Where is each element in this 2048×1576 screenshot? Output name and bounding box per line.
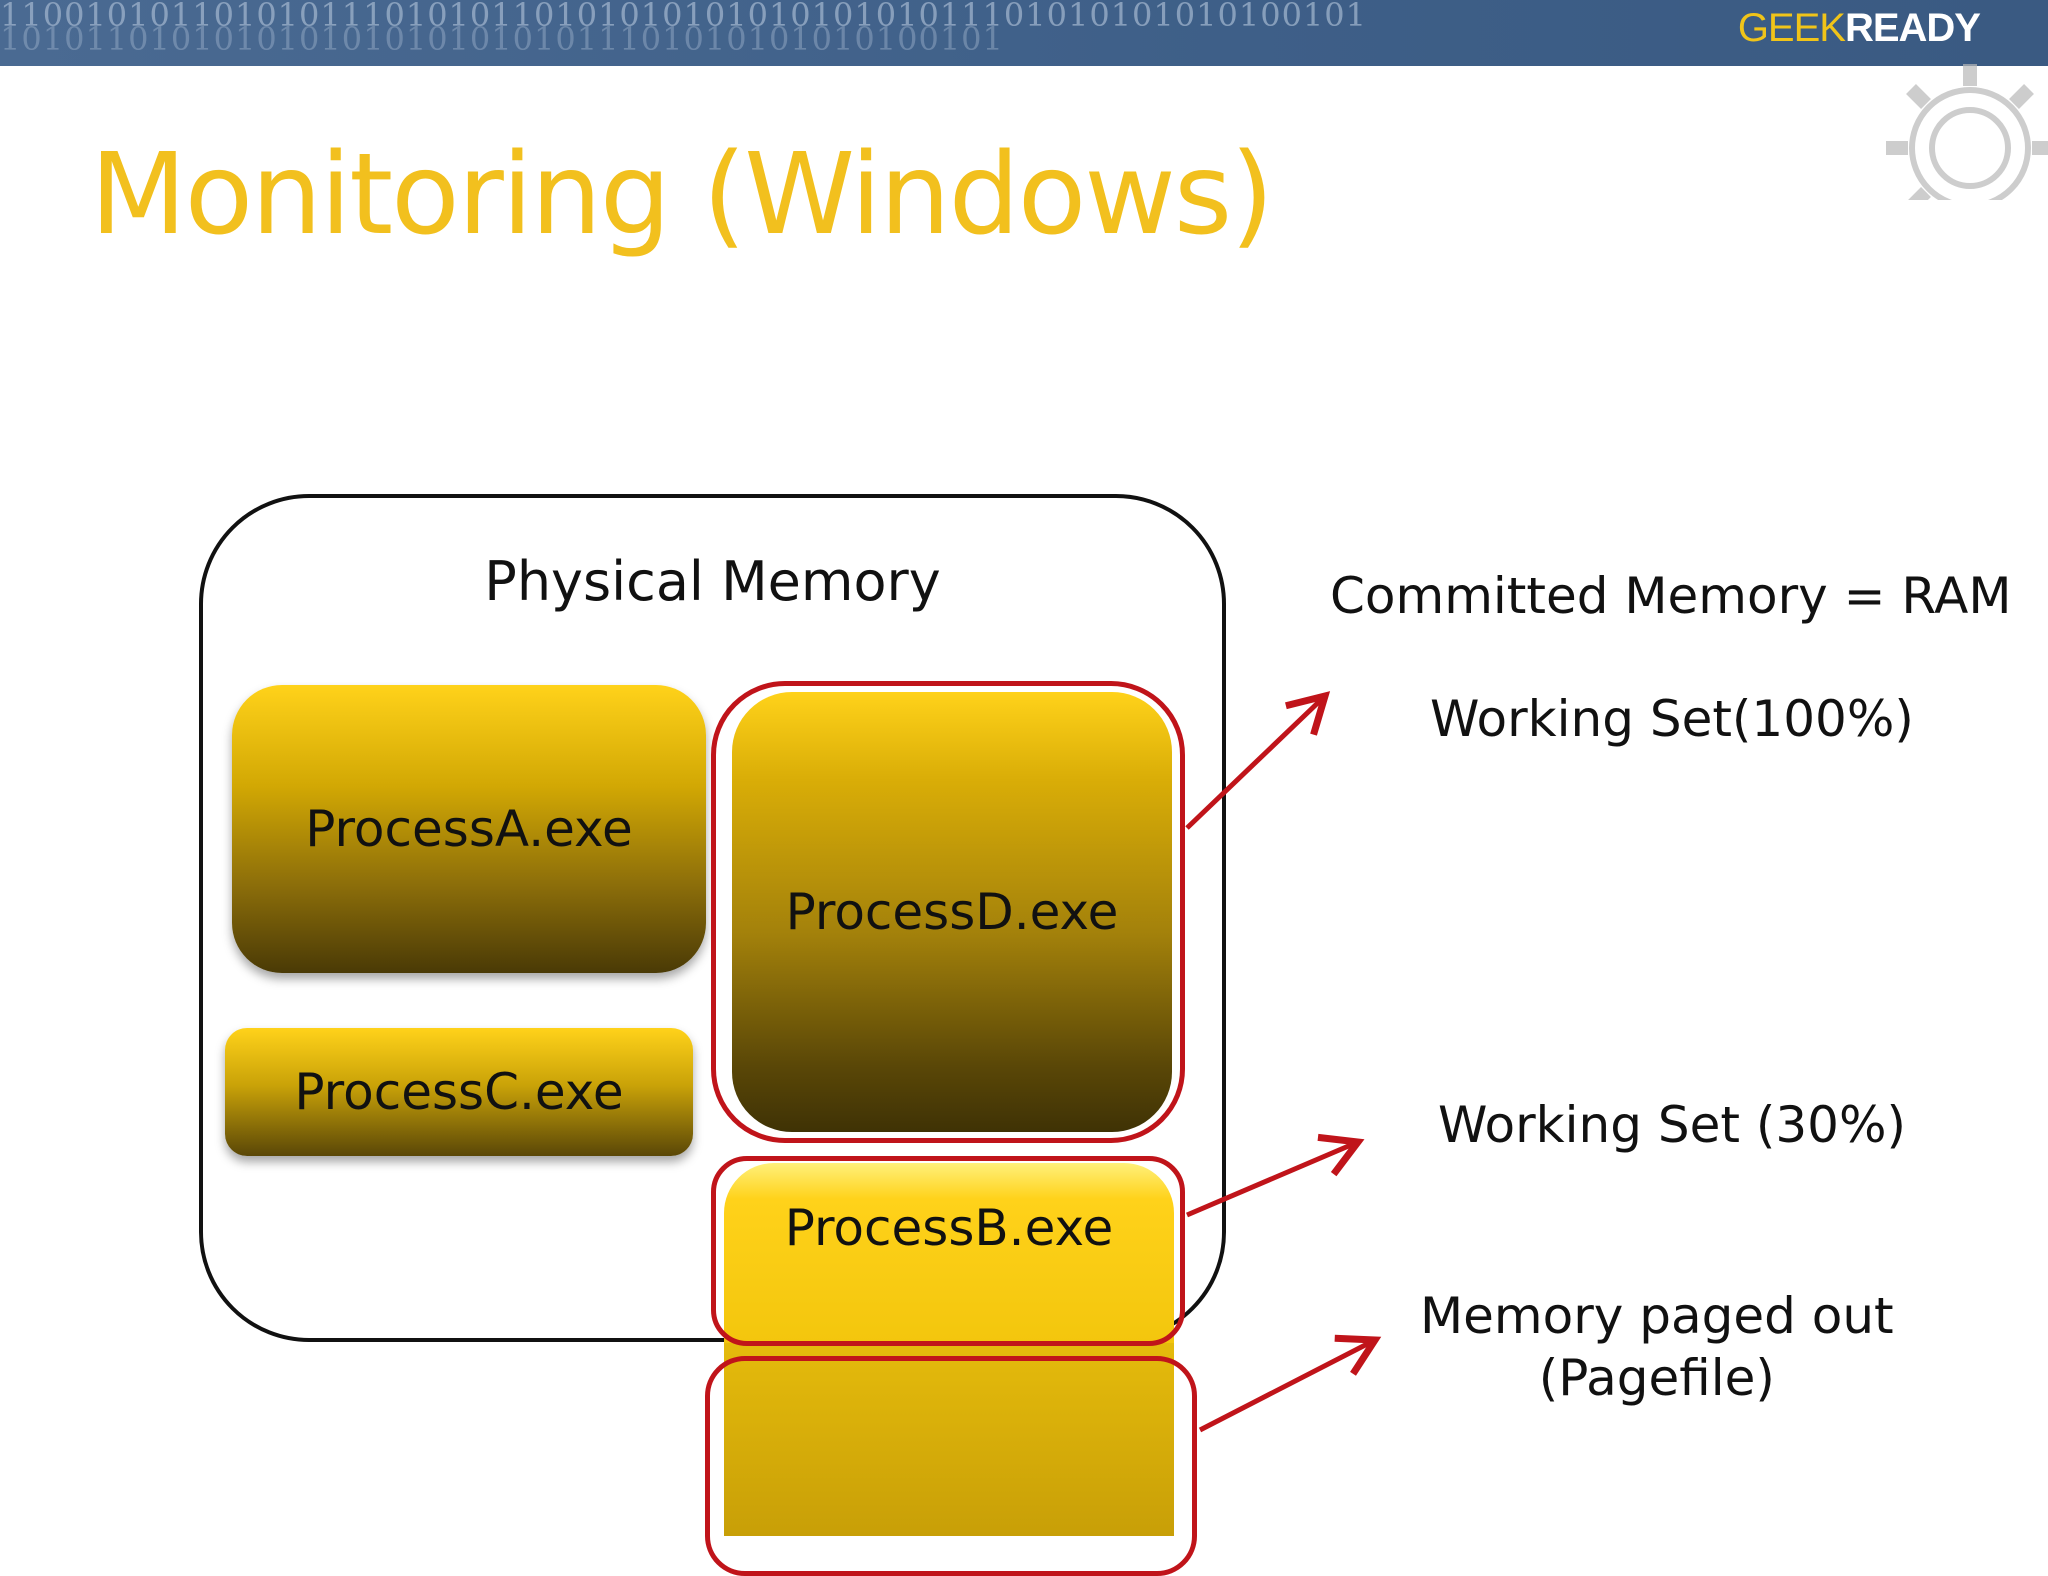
top-banner: 1100101011010101110101011010101010101010… bbox=[0, 0, 2048, 66]
slide-title: Monitoring (Windows) bbox=[90, 130, 1274, 260]
process-b-block: ProcessB.exe bbox=[724, 1163, 1174, 1343]
logo-geek-text: GEEK bbox=[1737, 6, 1846, 50]
process-c-label: ProcessC.exe bbox=[294, 1063, 624, 1121]
working-set-full-outline bbox=[711, 681, 1185, 1143]
process-b-label: ProcessB.exe bbox=[784, 1199, 1114, 1257]
physical-memory-box: Physical Memory bbox=[199, 494, 1226, 1342]
paged-out-label: Memory paged out (Pagefile) bbox=[1420, 1285, 1894, 1409]
paged-out-block bbox=[724, 1343, 1174, 1536]
working-set-partial-label: Working Set (30%) bbox=[1438, 1096, 1906, 1154]
gear-icon bbox=[1886, 64, 2048, 200]
arrow-working-set-partial bbox=[1186, 1133, 1365, 1218]
working-set-partial-outline bbox=[711, 1156, 1185, 1346]
binary-pattern-line: 1100101011010101110101011010101010101010… bbox=[0, 0, 1367, 34]
committed-memory-label: Committed Memory = RAM bbox=[1330, 567, 2012, 625]
paged-out-label-line1: Memory paged out bbox=[1420, 1287, 1894, 1345]
process-d-label: ProcessD.exe bbox=[785, 883, 1119, 941]
physical-memory-label: Physical Memory bbox=[484, 550, 941, 613]
binary-pattern-line: 1010110101010101010101010101110101010101… bbox=[0, 20, 1004, 58]
geekready-logo: GEEKREADY bbox=[1737, 6, 1981, 51]
arrow-working-set-full bbox=[1185, 691, 1331, 830]
working-set-full-label: Working Set(100%) bbox=[1430, 690, 1914, 748]
process-d-block: ProcessD.exe bbox=[732, 692, 1172, 1132]
arrow-paged-out bbox=[1198, 1334, 1382, 1433]
annotation-arrows bbox=[1185, 691, 1382, 1433]
logo-ready-text: READY bbox=[1844, 6, 1981, 50]
process-a-label: ProcessA.exe bbox=[305, 800, 633, 858]
process-c-block: ProcessC.exe bbox=[225, 1028, 693, 1156]
process-a-block: ProcessA.exe bbox=[232, 685, 706, 973]
paged-out-label-line2: (Pagefile) bbox=[1538, 1349, 1775, 1407]
